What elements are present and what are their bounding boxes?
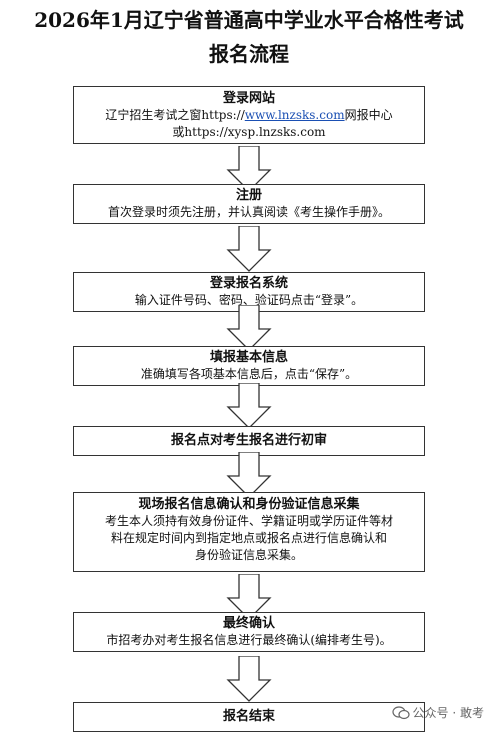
step-registration-end: 报名结束 [73,702,425,732]
step-text-line: 考生本人须持有效身份证件、学籍证明或学历证件等材 [104,514,393,528]
step-text: 输入证件号码、密码、验证码点击“登录”。 [134,293,364,307]
step-text: 首次登录时须先注册，并认真阅读《考生操作手册》。 [107,205,390,219]
down-arrow-icon [226,226,272,272]
website-link[interactable]: www.lnzsks.com [244,108,345,122]
step-fill-info: 填报基本信息 准确填写各项基本信息后，点击“保存”。 [73,346,425,386]
watermark-text: 公众号 · 敢考 [412,706,484,720]
step-text: 辽宁招生考试之窗https://www.lnzsks.com网报中心 [105,108,393,122]
step-heading: 登录网站 [222,91,275,106]
step-heading: 填报基本信息 [209,350,288,365]
down-arrow-icon [226,656,272,702]
down-arrow-icon [226,305,272,351]
step-heading: 登录报名系统 [209,276,288,291]
step-register: 注册 首次登录时须先注册，并认真阅读《考生操作手册》。 [73,184,425,224]
step-login-website: 登录网站 辽宁招生考试之窗https://www.lnzsks.com网报中心 … [73,86,425,144]
step-final-confirmation: 最终确认 市招考办对考生报名信息进行最终确认(编排考生号)。 [73,612,425,652]
step-text: 市招考办对考生报名信息进行最终确认(编排考生号)。 [106,633,392,647]
down-arrow-icon [226,146,272,192]
step-text-line: 身份验证信息采集。 [194,548,303,562]
watermark: 公众号 · 敢考 [391,704,484,721]
step-text-alt: 或https://xysp.lnzsks.com [172,125,326,139]
step-onsite-confirmation: 现场报名信息确认和身份验证信息采集 考生本人须持有效身份证件、学籍证明或学历证件… [73,492,425,572]
page-subtitle: 报名流程 [209,42,289,66]
down-arrow-icon [226,574,272,620]
step-heading: 最终确认 [222,616,275,631]
page-title: 2026年1月辽宁省普通高中学业水平合格性考试 [34,8,464,32]
down-arrow-icon [226,452,272,498]
step-heading: 注册 [235,188,262,203]
step-heading: 现场报名信息确认和身份验证信息采集 [138,497,360,512]
down-arrow-icon [226,383,272,429]
step-text-line: 料在规定时间内到指定地点或报名点进行信息确认和 [110,531,387,545]
step-heading: 报名结束 [222,709,275,724]
step-heading: 报名点对考生报名进行初审 [170,433,327,448]
step-text: 准确填写各项基本信息后，点击“保存”。 [140,367,358,381]
wechat-icon [391,705,410,719]
